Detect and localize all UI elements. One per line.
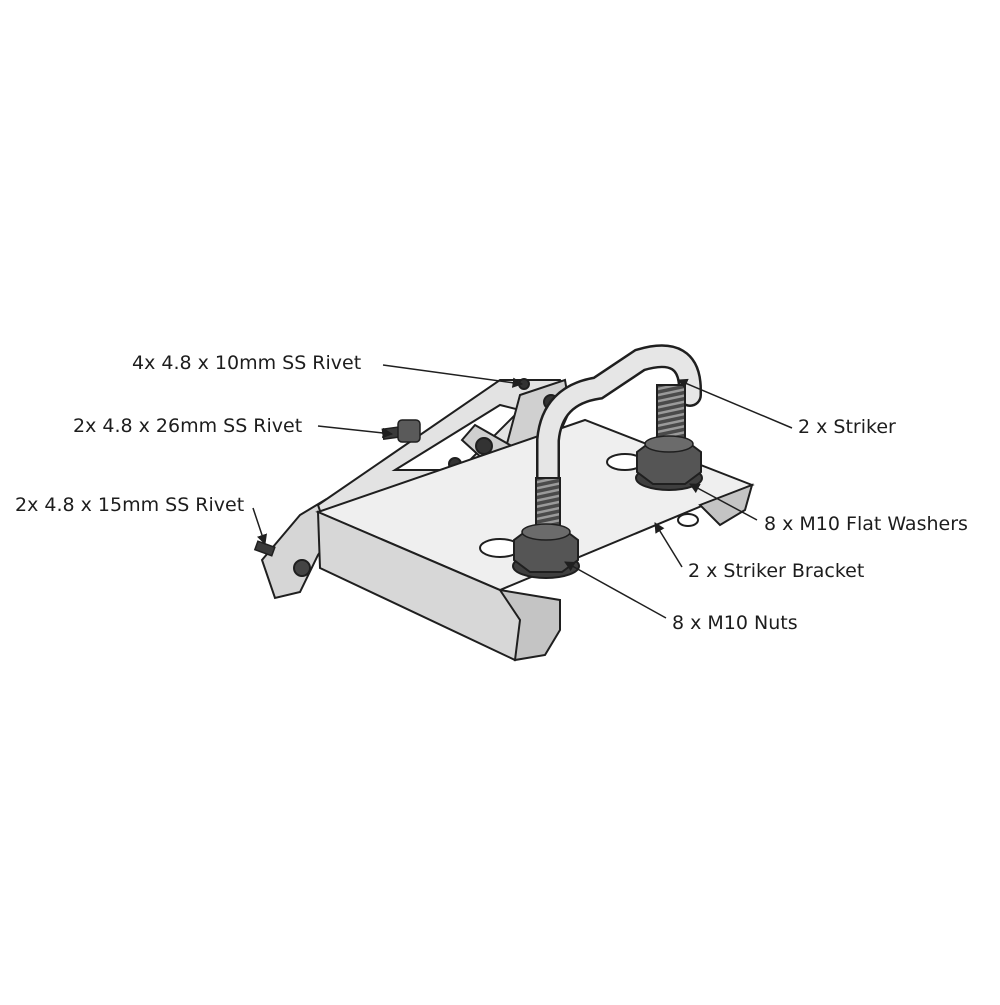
- striker-thread-front: [535, 477, 561, 531]
- rivet-26mm: [381, 419, 421, 443]
- leader-nuts: [564, 561, 667, 619]
- leader-rivet-10mm: [382, 364, 524, 388]
- rivet-hole-b: [475, 437, 493, 455]
- bracket-hole-right: [677, 513, 699, 527]
- left-flange: [260, 498, 330, 600]
- leader-rivet-26mm: [317, 425, 394, 439]
- leader-striker: [677, 378, 793, 429]
- nut-rear: [635, 435, 703, 491]
- label-rivet-10mm: 4x 4.8 x 10mm SS Rivet: [132, 352, 362, 374]
- leader-lines: [252, 364, 793, 619]
- label-striker: 2 x Striker: [798, 416, 896, 438]
- label-striker-bracket: 2 x Striker Bracket: [688, 560, 865, 582]
- label-rivet-15mm: 2x 4.8 x 15mm SS Rivet: [15, 494, 245, 516]
- leader-rivet-15mm: [252, 507, 267, 545]
- label-nuts: 8 x M10 Nuts: [672, 612, 798, 634]
- leader-washers: [689, 483, 758, 521]
- label-flat-washers: 8 x M10 Flat Washers: [764, 513, 968, 535]
- striker: [535, 344, 702, 531]
- leader-bracket: [654, 522, 683, 568]
- label-rivet-26mm: 2x 4.8 x 26mm SS Rivet: [73, 415, 303, 437]
- nut-front: [512, 523, 580, 579]
- flange-hole: [293, 559, 311, 577]
